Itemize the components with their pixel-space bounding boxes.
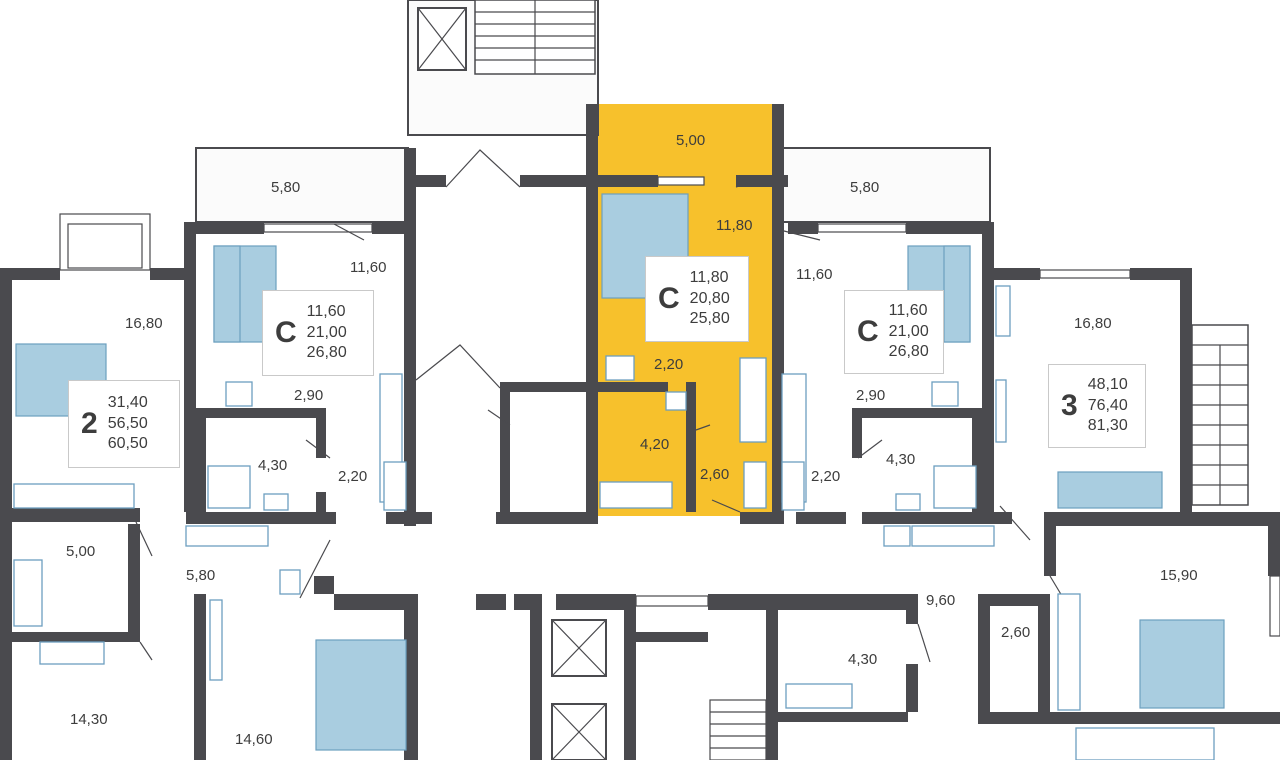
room-area-label: 2,20 [338, 468, 368, 485]
living-area: 31,40 [107, 393, 148, 411]
room-area-label: 16,80 [125, 315, 163, 332]
room-area-label: 2,60 [1001, 624, 1031, 641]
apartment-type-label: С [857, 315, 879, 348]
stairs-top [417, 0, 596, 75]
balcony-left [195, 147, 409, 223]
room-area-label: 11,60 [796, 266, 833, 283]
total-area: 20,80 [689, 289, 730, 307]
living-area: 11,80 [689, 268, 729, 286]
room-area-label: 5,80 [271, 179, 301, 196]
room-area-label: 4,30 [848, 651, 878, 668]
apartment-type-label: 3 [1061, 389, 1078, 422]
apartment-type-label: С [275, 316, 297, 349]
total-area-with-balcony: 26,80 [306, 344, 347, 362]
total-area-with-balcony: 26,80 [888, 343, 929, 361]
room-area-label: 11,80 [716, 217, 753, 234]
room-area-label: 5,00 [66, 543, 96, 560]
elevator-shafts [551, 619, 767, 760]
stairs-right [1191, 324, 1249, 506]
balcony-right [777, 147, 991, 223]
room-area-label: 2,90 [856, 387, 886, 404]
room-area-label: 4,30 [258, 457, 288, 474]
room-area-label: 9,60 [926, 592, 956, 609]
total-area: 21,00 [306, 323, 347, 341]
total-area: 56,50 [107, 414, 148, 432]
room-area-label: 15,90 [1160, 567, 1198, 584]
room-area-label: 5,80 [850, 179, 880, 196]
apartment-type-label: С [658, 282, 680, 315]
total-area-with-balcony: 60,50 [107, 435, 148, 453]
living-area: 11,60 [888, 301, 928, 319]
apartment-c-right-info[interactable]: С 11,60 21,00 26,80 [844, 290, 944, 374]
room-area-label: 16,80 [1074, 315, 1112, 332]
room-area-label: 4,30 [886, 451, 916, 468]
apartment-c-center-info[interactable]: С 11,80 20,80 25,80 [645, 256, 749, 342]
room-area-label: 5,80 [186, 567, 216, 584]
apartment-c-left-info[interactable]: С 11,60 21,00 26,80 [262, 290, 374, 376]
apartment-2-left-info[interactable]: 2 31,40 56,50 60,50 [68, 380, 180, 468]
walls [0, 104, 1280, 760]
apartment-type-label: 2 [81, 407, 98, 440]
room-area-label: 5,00 [676, 132, 706, 149]
room-area-label: 14,60 [235, 731, 273, 748]
total-area-with-balcony: 81,30 [1087, 417, 1128, 435]
room-area-label: 2,20 [811, 468, 841, 485]
total-area-with-balcony: 25,80 [689, 310, 730, 328]
total-area: 21,00 [888, 322, 929, 340]
room-area-label: 11,60 [350, 259, 387, 276]
room-area-label: 2,20 [654, 356, 684, 373]
living-area: 11,60 [306, 302, 346, 320]
apartment-3-right-info[interactable]: 3 48,10 76,40 81,30 [1048, 364, 1146, 448]
total-area: 76,40 [1087, 396, 1128, 414]
room-area-label: 4,20 [640, 436, 670, 453]
room-area-label: 2,90 [294, 387, 324, 404]
doors [135, 149, 1069, 663]
room-area-label: 2,60 [700, 466, 730, 483]
windows [59, 176, 1280, 637]
room-area-label: 14,30 [70, 711, 108, 728]
living-area: 48,10 [1087, 375, 1128, 393]
